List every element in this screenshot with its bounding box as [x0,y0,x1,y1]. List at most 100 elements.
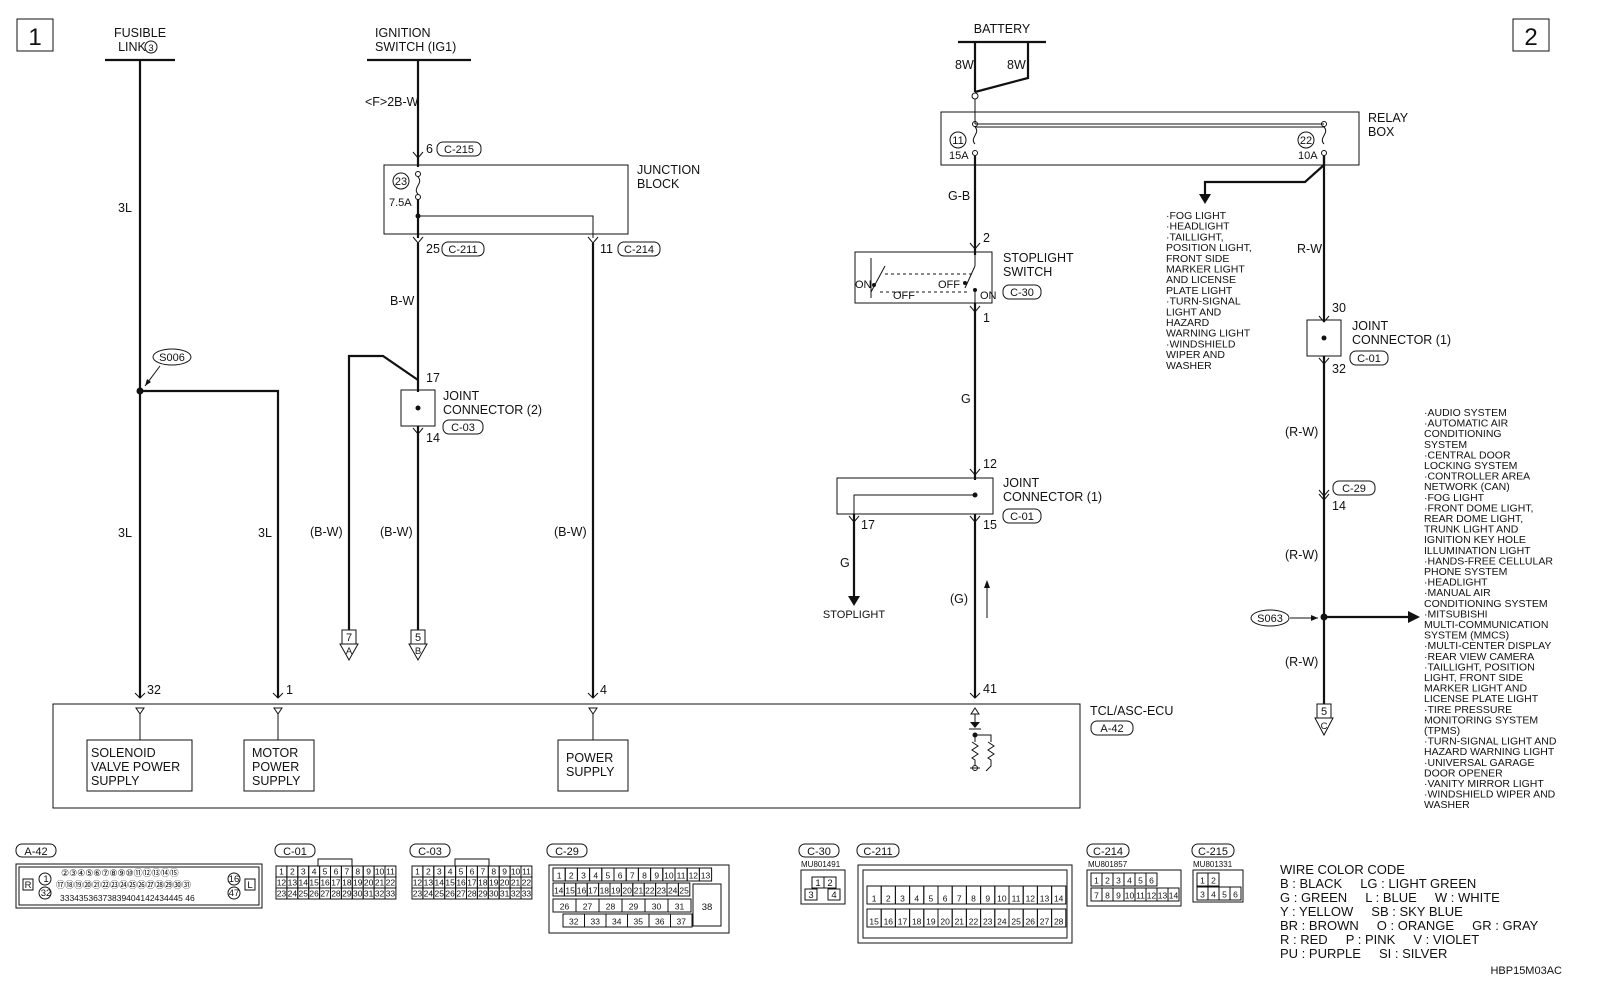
svg-text:4: 4 [831,890,836,901]
svg-text:OFF: OFF [893,290,915,302]
pin-number: 19 [926,917,936,927]
list-item: PHONE SYSTEM [1424,566,1507,578]
svg-text:C-215: C-215 [1198,846,1228,858]
svg-text:MOTOR: MOTOR [252,746,298,760]
pin-number: 7 [1094,891,1099,901]
list-item: SYSTEM [1424,439,1467,451]
pin-number: 1 [1200,876,1205,886]
pin-number: 9 [654,871,659,881]
pin-number: 6 [470,867,475,877]
pin-label: 2 [983,231,990,245]
svg-text:38: 38 [702,902,713,913]
pin-number: 9 [502,867,507,877]
joint-connector-2: JOINT CONNECTOR (2) C-03 [400,389,542,435]
pin-number: 13 [288,878,298,888]
pin-number: 21 [375,878,385,888]
pin-number: 4 [1211,890,1216,900]
svg-text:C-01: C-01 [1357,353,1381,365]
list-item: ·MULTI-CENTER DISPLAY [1424,640,1551,652]
wire-label: 3L [118,201,132,215]
list-item: REAR DOME LIGHT, [1424,513,1523,525]
list-item: ·TURN-SIGNAL [1166,296,1241,308]
svg-text:JOINT: JOINT [443,389,479,403]
svg-text:FUSIBLE: FUSIBLE [114,26,166,40]
pin-number: 17 [331,878,341,888]
pin-number: 21 [511,878,521,888]
pin-label: 6 [426,142,433,156]
pin-number: 20 [500,878,510,888]
pin-number: 31 [500,889,510,899]
pin-number: 18 [600,886,610,896]
svg-text:WIRE COLOR CODE: WIRE COLOR CODE [1280,862,1405,877]
list-item: POSITION LIGHT, [1166,242,1252,254]
svg-text:LINK: LINK [118,40,146,54]
svg-text:OFF: OFF [938,279,960,291]
pin-number: 4 [593,871,598,881]
splice-s006: S006 [144,348,192,387]
wire-label: G-B [948,189,970,203]
pin-number: 11 [1136,891,1145,901]
flag-7-a: 7 A [339,629,359,662]
joint-connector-1-mid: JOINT CONNECTOR (1) C-01 [836,476,1102,524]
svg-text:B : BLACK LG : LIGHT GREEN: B : BLACK LG : LIGHT GREEN [1280,876,1476,891]
list-item: LIGHT AND [1166,306,1222,318]
pin-number: 13 [1040,894,1050,904]
pin-number: 2 [569,871,574,881]
pin-number: 15 [565,886,575,896]
svg-text:C-211: C-211 [448,244,477,256]
pin-number: 11 [522,867,531,877]
pin-number: 23 [413,889,423,899]
diagram-code: HBP15M03AC [1490,965,1562,977]
pin-number: 19 [353,878,363,888]
svg-text:C-211: C-211 [863,846,892,858]
svg-text:C-215: C-215 [444,144,474,156]
pin-number: 28 [331,889,341,899]
svg-text:22: 22 [1300,135,1312,147]
pin-number: 9 [985,894,990,904]
svg-text:S063: S063 [1257,613,1283,625]
battery-source: BATTERY 8W 8W [955,22,1046,94]
svg-text:B: B [415,646,421,657]
pin-number: 3 [900,894,905,904]
pin-number: 32 [511,889,521,899]
pin-label: 30 [1332,301,1346,315]
relay-output-list: ·FOG LIGHT·HEADLIGHT·TAILLIGHT, POSITION… [1166,210,1252,372]
wire-color-code: WIRE COLOR CODE B : BLACK LG : LIGHT GRE… [1280,862,1539,961]
pin-number: 28 [467,889,477,899]
wire-label: (B-W) [310,525,343,539]
pin-number: 31 [364,889,374,899]
pin-number: 20 [364,878,374,888]
pin-number: 1 [279,867,284,877]
pin-number: 6 [943,894,948,904]
pin-label: 25 [426,242,440,256]
list-item: ·VANITY MIRROR LIGHT [1424,778,1544,790]
pin-number: 22 [645,886,655,896]
svg-text:CONNECTOR (2): CONNECTOR (2) [443,403,542,417]
list-item: ·FRONT DOME LIGHT, [1424,502,1533,514]
svg-text:C-29: C-29 [555,846,579,858]
pin-number: 7 [480,867,485,877]
pin-number: 9 [1116,891,1121,901]
svg-text:SUPPLY: SUPPLY [566,765,615,779]
svg-text:15A: 15A [949,150,969,162]
wire-flag-7-bw [347,354,419,640]
wire-motor-3l [140,389,280,698]
svg-text:ON: ON [855,279,872,291]
svg-text:JOINT: JOINT [1003,476,1039,490]
pin-number: 30 [353,889,363,899]
wire-label: R-W [1297,242,1322,256]
pin-number: 25 [1011,917,1021,927]
pin-number: 12 [277,878,287,888]
list-item: ·FOG LIGHT [1166,210,1227,222]
pin-number: 30 [489,889,499,899]
list-item: ·TAILLIGHT, POSITION [1424,661,1535,673]
ignition-switch-source: IGNITION SWITCH (IG1) [367,26,471,62]
page-marker-right: 2 [1512,18,1550,52]
pin-number: 20 [622,886,632,896]
list-item: WARNING LIGHT [1166,328,1251,340]
pin-number: 27 [1040,917,1050,927]
svg-text:BATTERY: BATTERY [974,22,1031,36]
pin-number: 2 [426,867,431,877]
